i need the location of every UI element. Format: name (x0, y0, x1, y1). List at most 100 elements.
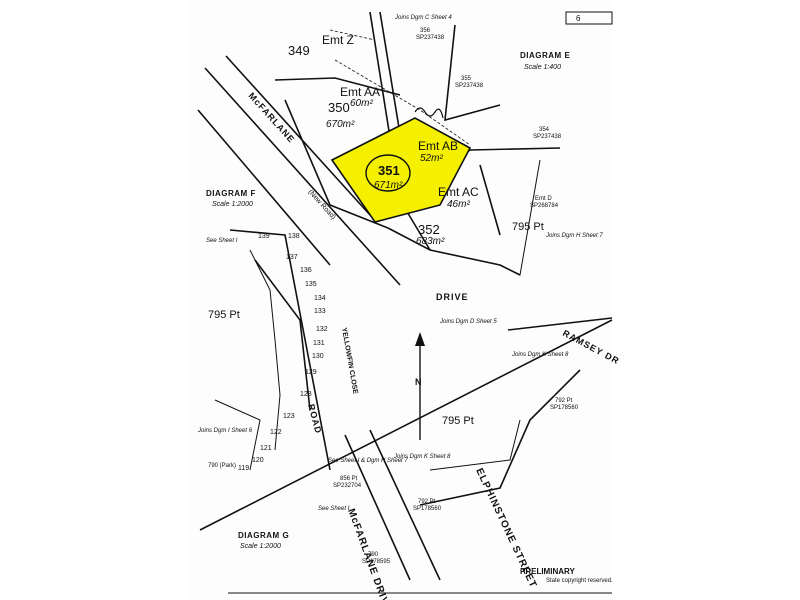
road-ramsey: RAMSEY DR (561, 328, 621, 366)
easement-z: Emt Z (322, 33, 354, 47)
lot-349: 349 (288, 43, 310, 58)
boundary-line (469, 147, 561, 151)
copyright-note: State copyright reserved. (546, 578, 613, 584)
lot-792-sp-g: SP178560 (413, 506, 442, 512)
road-edge-f (254, 259, 311, 411)
ref-see-sheet-f: See Sheet I (206, 238, 238, 244)
lot-f: 132 (316, 326, 328, 333)
diagram-e-scale: Scale 1:400 (524, 64, 561, 71)
easement-ab: Emt AB (418, 139, 458, 153)
diagram-g-title: DIAGRAM G (238, 531, 289, 540)
ref-see-sheet-g: See Sheet I & Dgm H Sheet 7 (328, 458, 408, 464)
lot-856-pt: 856 Pt (340, 476, 358, 482)
road-new-road: (New Road) (307, 189, 337, 221)
lot-boundary-f (214, 399, 261, 471)
lot-351-circle (365, 154, 411, 192)
lot-790-sp: SP178595 (362, 559, 391, 565)
easement-d-sp: SP268784 (530, 203, 559, 209)
lot-f: 121 (260, 445, 272, 452)
ref-joins-k: Joins Dgm K Sheet 8 (511, 352, 569, 358)
lot-355-sp: SP237438 (455, 83, 484, 89)
handwritten-mark (414, 107, 444, 119)
easement-ac-area: 46m² (447, 199, 470, 210)
preliminary-stamp: PRELIMINARY (520, 567, 575, 576)
lot-f: 128 (300, 391, 312, 398)
road-edge-g (419, 369, 581, 506)
lot-f: 123 (283, 413, 295, 420)
easement-aa: Emt AA (340, 85, 380, 99)
lot-354: 354 (539, 127, 550, 133)
road-yellowfin: YELLOWFIN CLOSE (340, 327, 359, 395)
road-road-f: ROAD (306, 403, 324, 435)
ref-see-sheet-g2: See Sheet I (318, 506, 350, 512)
easement-aa-area: 60m² (350, 98, 373, 109)
road-edge (204, 67, 401, 286)
diagram-separator (507, 317, 613, 331)
boundary-line (499, 159, 541, 276)
easement-ab-area: 52m² (420, 153, 443, 164)
lot-f: 130 (312, 353, 324, 360)
diagram-e-title: DIAGRAM E (520, 51, 570, 60)
lot-f: 136 (300, 267, 312, 274)
easement-line (334, 59, 471, 146)
lot-356: 356 (420, 28, 431, 34)
lot-f: 139 (258, 233, 270, 240)
lot-f: 122 (270, 429, 282, 436)
ref-joins-d: Joins Dgm D Sheet 5 (439, 319, 497, 325)
lot-f: 137 (286, 254, 298, 261)
boundary-line (284, 99, 389, 229)
lot-790-park: 790 (Park) (208, 463, 236, 469)
sheet-ref-box (565, 11, 613, 25)
lot-352-area: 683m² (416, 236, 445, 247)
ref-joins-i: Joins Dgm I Sheet 6 (197, 428, 253, 434)
lot-790: 790 (368, 552, 379, 558)
lot-boundary-f (249, 249, 281, 451)
diagram-f-lot-numbers: 139 138 137 136 135 134 133 132 131 130 … (238, 233, 328, 472)
lot-f: 138 (288, 233, 300, 240)
easement-ac: Emt AC (438, 185, 479, 199)
road-edge-g (369, 429, 441, 581)
lot-351-area: 671m² (374, 180, 403, 191)
diagram-separator (199, 319, 613, 531)
lot-f: 129 (305, 369, 317, 376)
lot-795-pt-e: 795 Pt (512, 221, 544, 233)
diagram-f-title: DIAGRAM F (206, 189, 256, 198)
lot-354-sp: SP237438 (533, 134, 562, 140)
road-mcfarlane: McFARLANE (247, 91, 297, 145)
lot-350-area: 670m² (326, 119, 355, 130)
north-arrow-head (415, 332, 425, 346)
lot-350: 350 (328, 100, 350, 115)
north-label: N (415, 377, 423, 387)
lot-792-pt: 792 Pt (555, 398, 573, 404)
lot-795-pt-f: 795 Pt (208, 309, 240, 321)
road-drive: DRIVE (436, 292, 469, 302)
lot-351[interactable]: 351 (378, 163, 400, 178)
lot-355: 355 (461, 76, 472, 82)
diagram-f-scale: Scale 1:2000 (212, 201, 253, 208)
lot-792-pt-g: 792 Pt (418, 499, 436, 505)
lot-352: 352 (418, 222, 440, 237)
lot-f: 120 (252, 457, 264, 464)
ref-joins-c: Joins Dgm C Sheet 4 (394, 15, 452, 21)
road-edge-f (229, 229, 331, 471)
easement-line (329, 29, 376, 41)
highlighted-lot-351[interactable] (330, 117, 472, 223)
sheet-ref: 6 (576, 14, 581, 23)
road-edge (225, 55, 371, 216)
lot-f: 134 (314, 295, 326, 302)
road-edge-g (344, 434, 411, 581)
ref-joins-h: Joins Dgm H Sheet 7 (545, 233, 603, 239)
lot-856-sp: SP232704 (333, 483, 362, 489)
road-edge-g (429, 419, 521, 471)
lot-356-sp: SP237438 (416, 35, 445, 41)
ref-joins-k2: Joins Dgm K Sheet 8 (393, 454, 451, 460)
boundary-line (274, 77, 401, 96)
road-edge (197, 109, 331, 266)
lot-f: 131 (313, 340, 325, 347)
diagram-g-scale: Scale 1:2000 (240, 543, 281, 550)
lot-792-sp: SP178560 (550, 405, 579, 411)
lot-795-pt-g: 795 Pt (442, 415, 474, 427)
lot-f: 133 (314, 308, 326, 315)
easement-d: Emt D (535, 196, 552, 202)
